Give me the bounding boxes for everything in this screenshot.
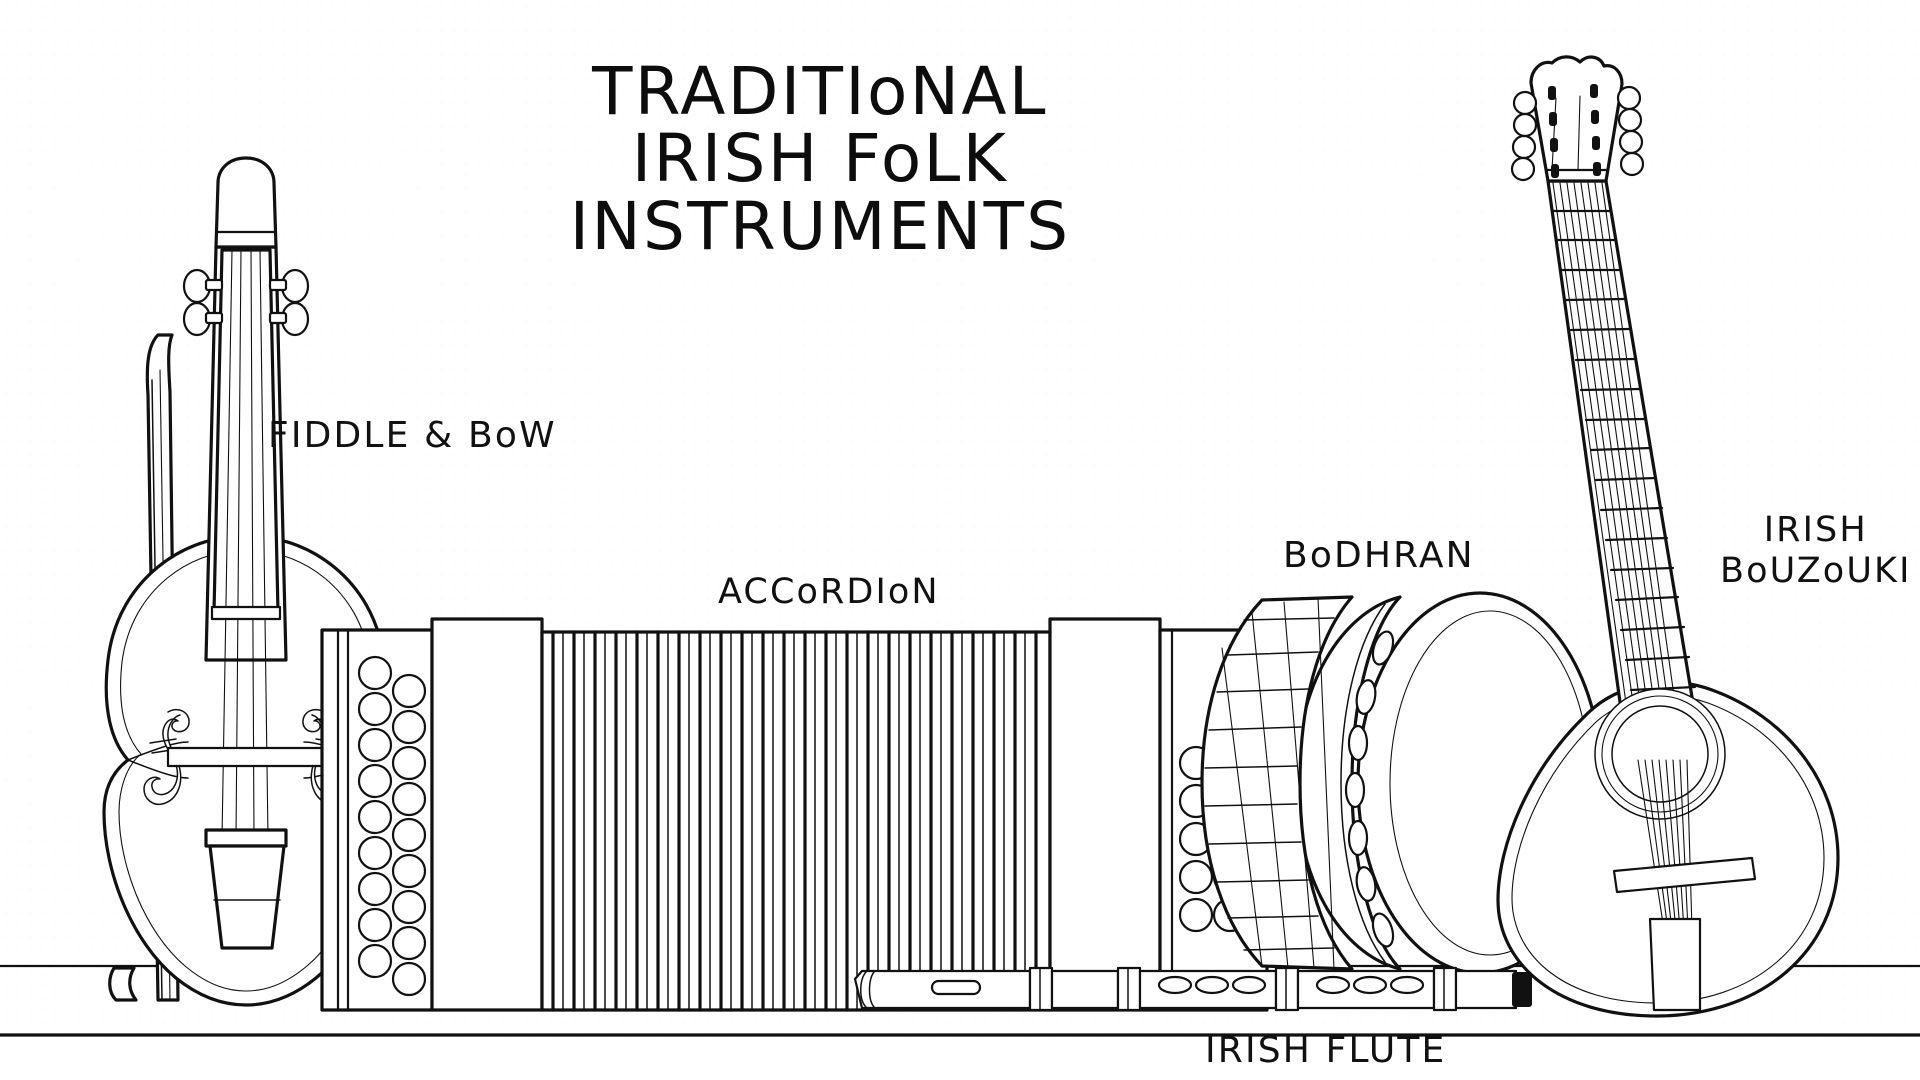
- label-bodhran: BoDHRAN: [1283, 535, 1475, 576]
- label-bouzouki: IRISH BoUZoUKI: [1720, 510, 1912, 593]
- flute-lower-joint: [1296, 969, 1436, 1010]
- bouzouki-tailpiece: [1648, 917, 1702, 1012]
- accordion-right-face: [1048, 617, 1162, 1012]
- label-bouzouki-line-1: IRISH: [1763, 510, 1868, 550]
- bouzouki-bridge: [1612, 856, 1757, 894]
- fiddle-scroll-pegbox: [182, 156, 310, 337]
- bouzouki-soundhole: [1594, 688, 1726, 820]
- tuning-peg-left-1: [182, 268, 224, 304]
- tuning-peg-right-2: [268, 301, 310, 337]
- tuning-peg-right-1: [268, 268, 310, 304]
- flute-foot-joint: [1454, 969, 1532, 1010]
- fiddle-illustration: [102, 156, 390, 1007]
- fiddle-bridge: [166, 746, 326, 768]
- fiddle-tailpiece: [204, 828, 288, 950]
- flute-middle-joint-2: [1138, 969, 1278, 1010]
- label-bouzouki-line-2: BoUZoUKI: [1720, 551, 1912, 592]
- poster-title: TRADITIoNAL IRISH FoLK INSTRUMENTS: [340, 58, 1300, 260]
- flute-ring-2: [1116, 966, 1142, 1012]
- accordion-treble-buttons: [357, 655, 427, 997]
- flute-ring-3: [1274, 966, 1300, 1012]
- accordion-bellows: [540, 630, 1052, 1012]
- label-flute: IRISH FLUTE: [1205, 1030, 1447, 1071]
- flute-ring-4: [1432, 966, 1458, 1012]
- title-line-1: TRADITIoNAL: [592, 53, 1048, 130]
- tuning-peg-left-2: [182, 301, 224, 337]
- flute-illustration: [853, 966, 1532, 1012]
- fiddle-neck: [204, 245, 288, 662]
- flute-head-joint: [853, 969, 1032, 1010]
- bouzouki-headstock: [1510, 55, 1645, 183]
- fiddle-chinrest: [108, 966, 138, 1002]
- accordion-left-face: [430, 617, 544, 1012]
- bouzouki-illustration: [1496, 55, 1840, 1018]
- label-fiddle: FIDDLE & BoW: [268, 415, 557, 456]
- flute-ring-1: [1028, 966, 1054, 1012]
- flute-middle-joint-1: [1050, 969, 1120, 1010]
- bouzouki-body-strings: [1637, 759, 1693, 931]
- accordion-illustration: [320, 617, 1269, 1012]
- title-line-3: INSTRUMENTS: [569, 187, 1071, 265]
- title-line-2: IRISH FoLK: [631, 120, 1009, 198]
- bodhran-shell: [1200, 595, 1354, 971]
- label-accordion: ACCoRDIoN: [718, 572, 940, 612]
- fiddle-strings: [221, 249, 269, 839]
- bodhran-tuning-holes: [1344, 630, 1395, 948]
